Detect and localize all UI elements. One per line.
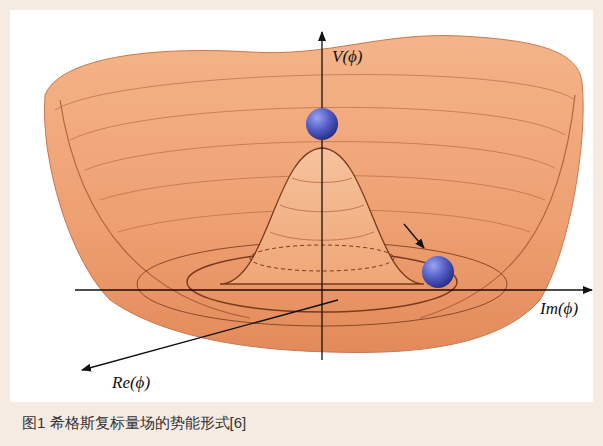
figure-caption: 图1 希格斯复标量场的势能形式[6] — [22, 414, 246, 433]
axis-label-im: Im(ϕ) — [540, 300, 578, 319]
axis-label-re: Re(ϕ) — [112, 374, 150, 393]
axis-label-v: V(ϕ) — [332, 48, 363, 67]
